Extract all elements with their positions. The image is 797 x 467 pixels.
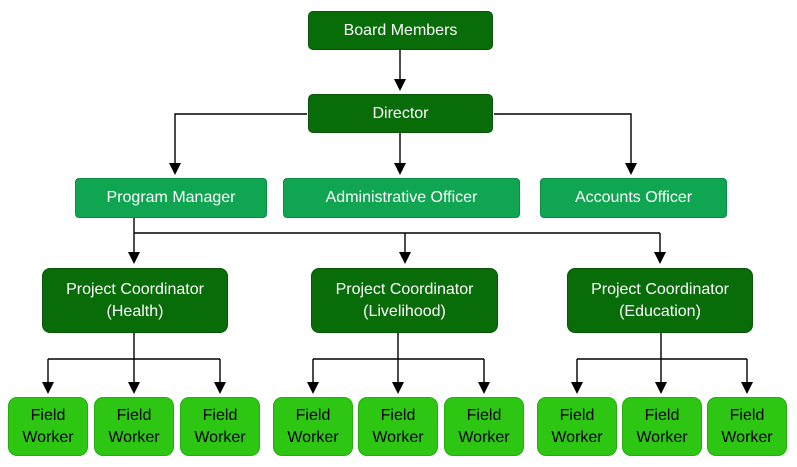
node-label: Program Manager	[106, 189, 236, 206]
node-label-line2: (Health)	[106, 302, 164, 320]
node-label-line2: (Education)	[619, 302, 701, 320]
org-node-administrative-officer: Administrative Officer	[283, 178, 520, 218]
org-node-field-worker-3: Field Worker	[180, 397, 260, 456]
node-label-line2: Worker	[22, 428, 74, 446]
node-label-line2: (Livelihood)	[363, 302, 446, 320]
node-label-line2: Worker	[108, 428, 160, 446]
node-label-line1: Project Coordinator	[591, 280, 729, 298]
node-label-line1: Field	[202, 406, 238, 424]
org-node-field-worker-4: Field Worker	[273, 397, 353, 456]
org-node-project-coordinator-livelihood: Project Coordinator (Livelihood)	[311, 268, 498, 333]
org-node-field-worker-5: Field Worker	[358, 397, 438, 456]
org-node-field-worker-1: Field Worker	[8, 397, 88, 456]
org-node-field-worker-8: Field Worker	[622, 397, 702, 456]
node-label-line1: Field	[30, 406, 66, 424]
node-label-line1: Field	[116, 406, 152, 424]
org-node-field-worker-9: Field Worker	[707, 397, 787, 456]
org-node-director: Director	[308, 94, 493, 133]
node-label-line1: Field	[644, 406, 680, 424]
org-node-project-coordinator-education: Project Coordinator (Education)	[567, 268, 753, 333]
node-label-line2: Worker	[721, 428, 773, 446]
org-node-field-worker-2: Field Worker	[94, 397, 174, 456]
node-label: Board Members	[343, 21, 458, 39]
org-node-project-coordinator-health: Project Coordinator (Health)	[42, 268, 228, 333]
org-node-program-manager: Program Manager	[75, 178, 267, 218]
node-label-line1: Field	[295, 406, 331, 424]
node-label: Accounts Officer	[574, 189, 693, 206]
node-label-line1: Project Coordinator	[66, 280, 204, 298]
node-label-line1: Field	[466, 406, 502, 424]
node-label-line1: Field	[380, 406, 416, 424]
node-label: Director	[372, 104, 429, 122]
org-node-field-worker-7: Field Worker	[537, 397, 617, 456]
node-label-line2: Worker	[551, 428, 603, 446]
org-node-field-worker-6: Field Worker	[444, 397, 524, 456]
node-label-line1: Field	[729, 406, 765, 424]
node-label-line2: Worker	[458, 428, 510, 446]
org-node-accounts-officer: Accounts Officer	[540, 178, 727, 218]
node-label: Administrative Officer	[325, 189, 478, 206]
node-label-line2: Worker	[287, 428, 339, 446]
org-node-board-members: Board Members	[308, 11, 493, 50]
node-label-line2: Worker	[372, 428, 424, 446]
node-label-line2: Worker	[636, 428, 688, 446]
node-label-line2: Worker	[194, 428, 246, 446]
node-label-line1: Field	[559, 406, 595, 424]
node-label-line1: Project Coordinator	[335, 280, 474, 298]
